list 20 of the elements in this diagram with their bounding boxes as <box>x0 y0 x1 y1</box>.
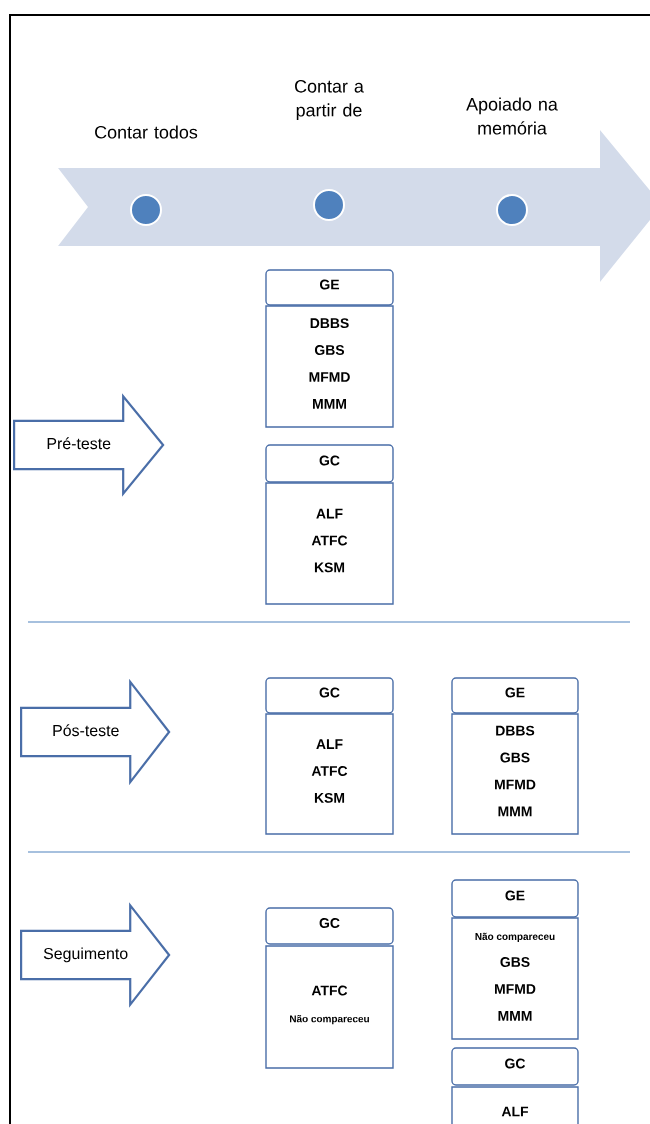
group-header: GC <box>265 907 394 945</box>
group-header: GE <box>451 677 579 714</box>
member-list-box: ALF ATFC KSM <box>265 482 394 605</box>
timeline-dot <box>496 194 528 226</box>
member-list-box: ALF <box>451 1086 579 1124</box>
group-header: GC <box>265 444 394 483</box>
group-header: GE <box>451 879 579 918</box>
timeline-dot <box>130 194 162 226</box>
group-header: GE <box>265 269 394 306</box>
member-list-box: DBBS GBS MFMD MMM <box>451 713 579 835</box>
member-list-box: ATFC Não compareceu <box>265 945 394 1069</box>
member-list-box: Não compareceu GBS MFMD MMM <box>451 917 579 1040</box>
stage-heading: Contar todos <box>95 125 198 139</box>
group-header: GC <box>451 1047 579 1086</box>
member-list-box: DBBS GBS MFMD MMM <box>265 305 394 428</box>
stage-heading: Apoiado na memória <box>466 97 558 135</box>
member-list-box: ALF ATFC KSM <box>265 713 394 835</box>
stage-heading: Contar a partir de <box>295 79 364 121</box>
timeline-dot <box>313 189 345 221</box>
group-header: GC <box>265 677 394 714</box>
